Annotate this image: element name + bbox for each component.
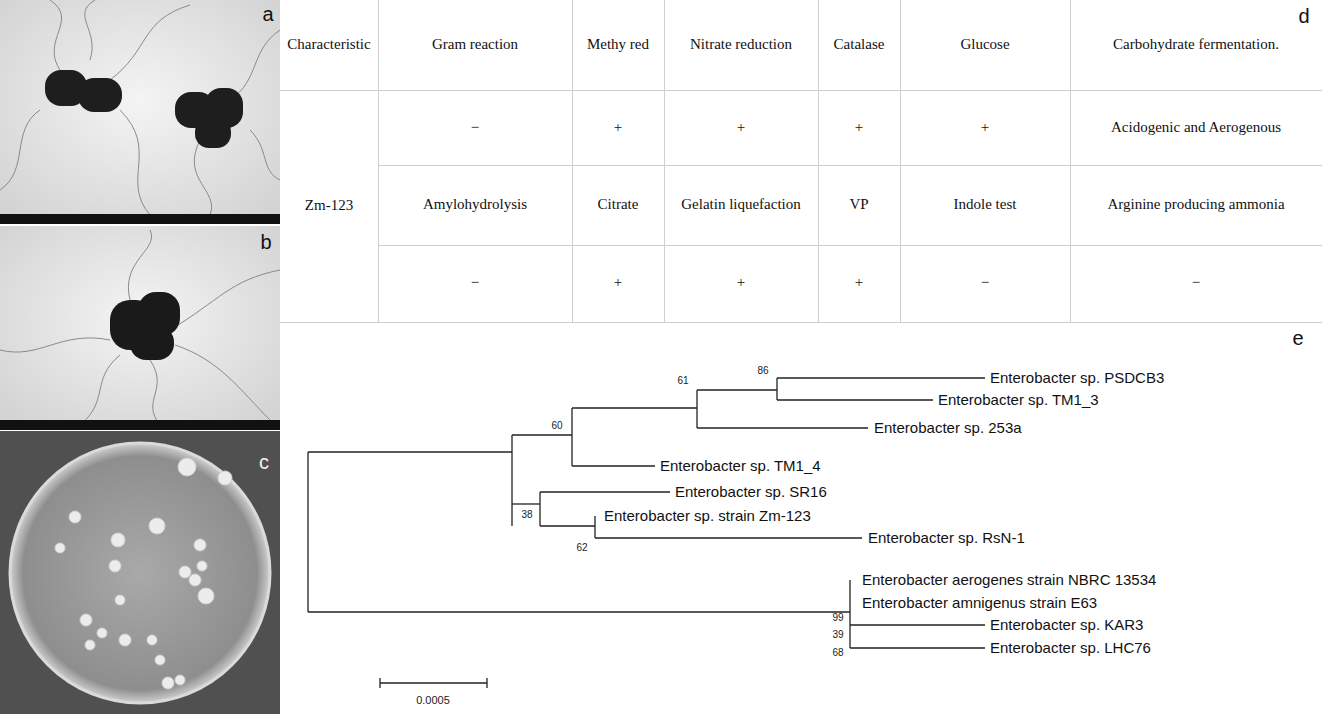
scale-bar (380, 678, 487, 688)
bootstrap-value: 68 (832, 647, 843, 659)
table-cell: Characteristic (287, 36, 370, 53)
bootstrap-value: 86 (757, 365, 768, 377)
bootstrap-value: 60 (551, 420, 562, 432)
table-grid (280, 0, 1322, 323)
table-cell: Zm-123 (305, 197, 353, 214)
table-cell: Gelatin liquefaction (681, 196, 801, 213)
tem-image-a (0, 0, 280, 224)
table-cell: + (855, 274, 863, 291)
table-cell: + (737, 274, 745, 291)
table-cell: + (981, 119, 989, 136)
bootstrap-value: 99 (832, 612, 843, 624)
scale-label: 0.0005 (416, 694, 450, 707)
table-cell: − (1192, 274, 1200, 291)
table-cell: + (855, 119, 863, 136)
leaf-label: Enterobacter sp. LHC76 (990, 639, 1151, 656)
tem-image-b (0, 226, 280, 430)
table-cell: Arginine producing ammonia (1107, 196, 1284, 213)
table-cell: − (471, 274, 479, 291)
table-cell: Indole test (954, 196, 1017, 213)
leaf-label: Enterobacter sp. SR16 (675, 483, 827, 500)
bootstrap-value: 39 (832, 629, 843, 641)
table-cell: − (981, 274, 989, 291)
table-cell: − (471, 119, 479, 136)
leaf-label: Enterobacter sp. 253a (874, 419, 1022, 436)
leaf-label: Enterobacter sp. strain Zm-123 (604, 507, 811, 524)
leaf-label: Enterobacter aerogenes strain NBRC 13534 (862, 571, 1156, 588)
leaf-label: Enterobacter sp. PSDCB3 (990, 369, 1164, 386)
table-cell: Catalase (834, 36, 885, 53)
panel-letter: b (260, 231, 271, 254)
table-cell: Acidogenic and Aerogenous (1111, 119, 1281, 136)
leaf-label: Enterobacter sp. KAR3 (990, 616, 1143, 633)
table-cell: Gram reaction (432, 36, 518, 53)
table-cell: Carbohydrate fermentation. (1113, 36, 1279, 53)
panel-letter: e (1292, 327, 1303, 350)
table-cell: Nitrate reduction (690, 36, 792, 53)
leaf-label: Enterobacter sp. TM1_3 (938, 391, 1099, 408)
plate-photo (0, 431, 280, 714)
table-cell: Amylohydrolysis (423, 196, 527, 213)
leaf-label: Enterobacter sp. RsN-1 (868, 529, 1025, 546)
bootstrap-value: 38 (521, 509, 532, 521)
bootstrap-value: 62 (576, 542, 587, 554)
panel-letter: a (262, 3, 273, 26)
table-cell: VP (849, 196, 868, 213)
leaf-label: Enterobacter amnigenus strain E63 (862, 594, 1097, 611)
table-cell: Glucose (960, 36, 1009, 53)
table-cell: + (614, 119, 622, 136)
bootstrap-value: 61 (677, 375, 688, 387)
table-cell: + (614, 274, 622, 291)
table-cell: Methy red (587, 36, 649, 53)
leaf-label: Enterobacter sp. TM1_4 (660, 457, 821, 474)
panel-letter: c (259, 451, 269, 474)
panel-letter: d (1298, 5, 1309, 28)
table-cell: Citrate (598, 196, 639, 213)
table-cell: + (737, 119, 745, 136)
